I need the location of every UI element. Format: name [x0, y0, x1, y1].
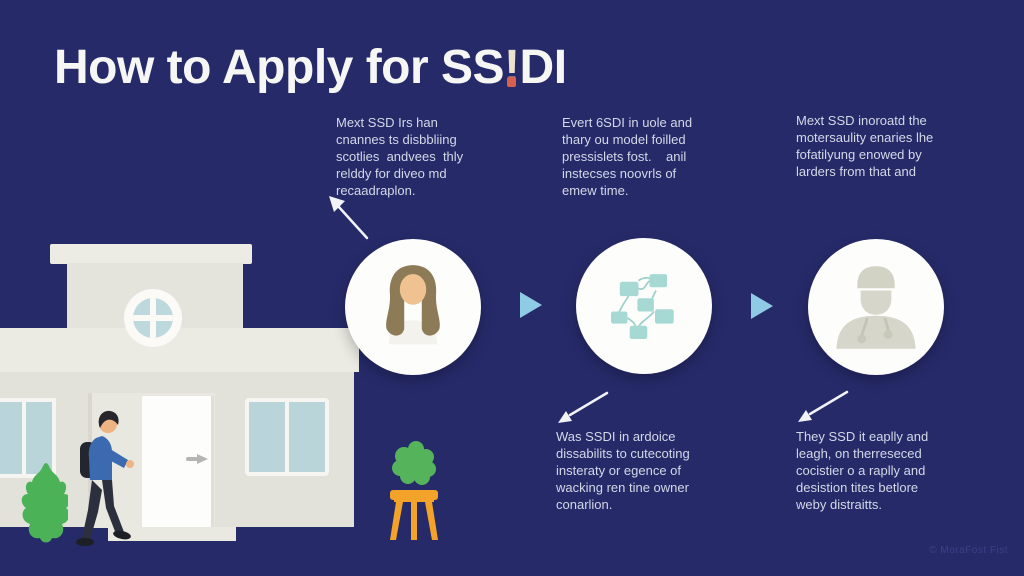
open-door: [142, 396, 214, 528]
door-handle-arrow-icon: [186, 454, 208, 464]
step1-circle: [345, 239, 481, 375]
note-step3-top: Mext SSD inoroatd the motersaulity enari…: [796, 113, 934, 179]
step2-circle: [576, 238, 712, 374]
door-step: [108, 527, 236, 541]
title-part1: How to Apply for SS: [54, 41, 505, 94]
doctor-avatar-icon: [836, 266, 916, 349]
annotation-arrow-up-left-icon: [329, 196, 369, 240]
note-step1-top: Mext SSD Irs han cnannes ts disbbliing s…: [336, 115, 464, 198]
process-flowchart-icon: [611, 274, 674, 339]
annotation-arrow-down-left-icon: [798, 390, 849, 422]
note-step2-bottom: Was SSDI in ardoice dissabilits to cutec…: [556, 429, 690, 512]
applicant-avatar-icon: [386, 265, 440, 345]
annotation-arrow-down-left-icon: [558, 391, 609, 423]
page-title: How to Apply for SS!DI: [54, 41, 568, 95]
plant-on-stool-icon: [390, 441, 438, 540]
note-step3-bottom: They SSD it eaplly and leagh, on therres…: [796, 429, 929, 512]
flow-arrow-right-icon: [520, 292, 542, 318]
round-window-icon: [124, 289, 182, 347]
building-roof-band: [0, 328, 359, 372]
title-exclamation: !: [504, 41, 520, 94]
right-window: [245, 398, 329, 476]
flow-arrow-right-icon: [751, 293, 773, 319]
title-part2: DI: [519, 41, 568, 94]
step3-circle: [808, 239, 944, 375]
building-cornice: [50, 244, 252, 264]
watermark: © MoraFost Fist: [929, 545, 1008, 556]
note-step2-top: Evert 6SDI in uole and thary ou model fo…: [562, 115, 693, 198]
walking-person-icon: [76, 410, 134, 546]
bush-icon: [21, 463, 68, 543]
